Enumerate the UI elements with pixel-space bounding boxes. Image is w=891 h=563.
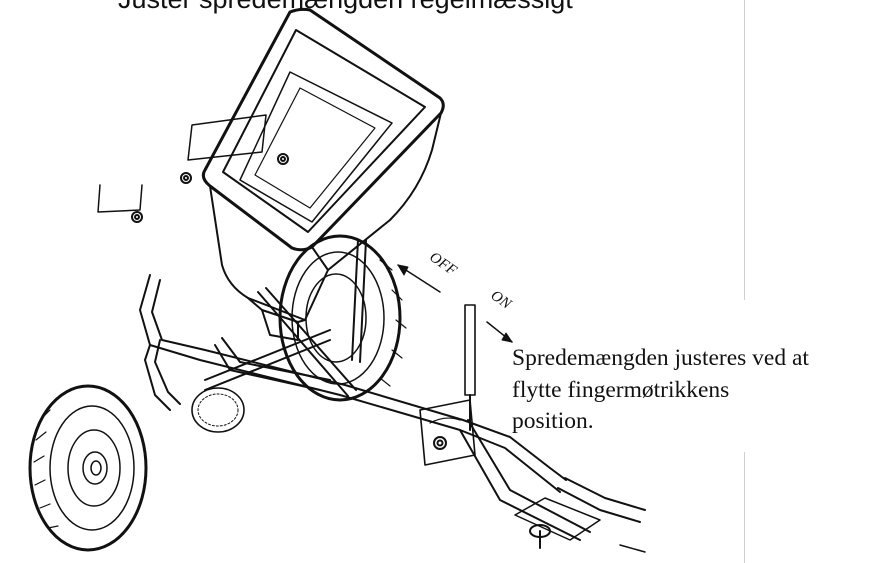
on-arrow (486, 321, 513, 343)
frame (139, 239, 646, 553)
caption-line-2: flytte fingermøtrikkens (512, 376, 730, 403)
rate-control (419, 304, 476, 466)
caption-line-3: position. (512, 408, 594, 434)
spinner-gear (191, 387, 245, 433)
hopper (97, 7, 445, 341)
off-arrow (397, 264, 441, 293)
right-wheel (278, 234, 407, 402)
caption-text: Spredemængden justeres ved at flytte fin… (512, 343, 884, 438)
caption-line-1: Spredemængden justeres ved at (512, 345, 809, 371)
cropped-heading: Juster spredemængden regelmæssigt (118, 0, 573, 14)
divider-line-top (744, 0, 745, 300)
left-wheel (28, 384, 148, 552)
divider-line-bottom (744, 452, 745, 563)
